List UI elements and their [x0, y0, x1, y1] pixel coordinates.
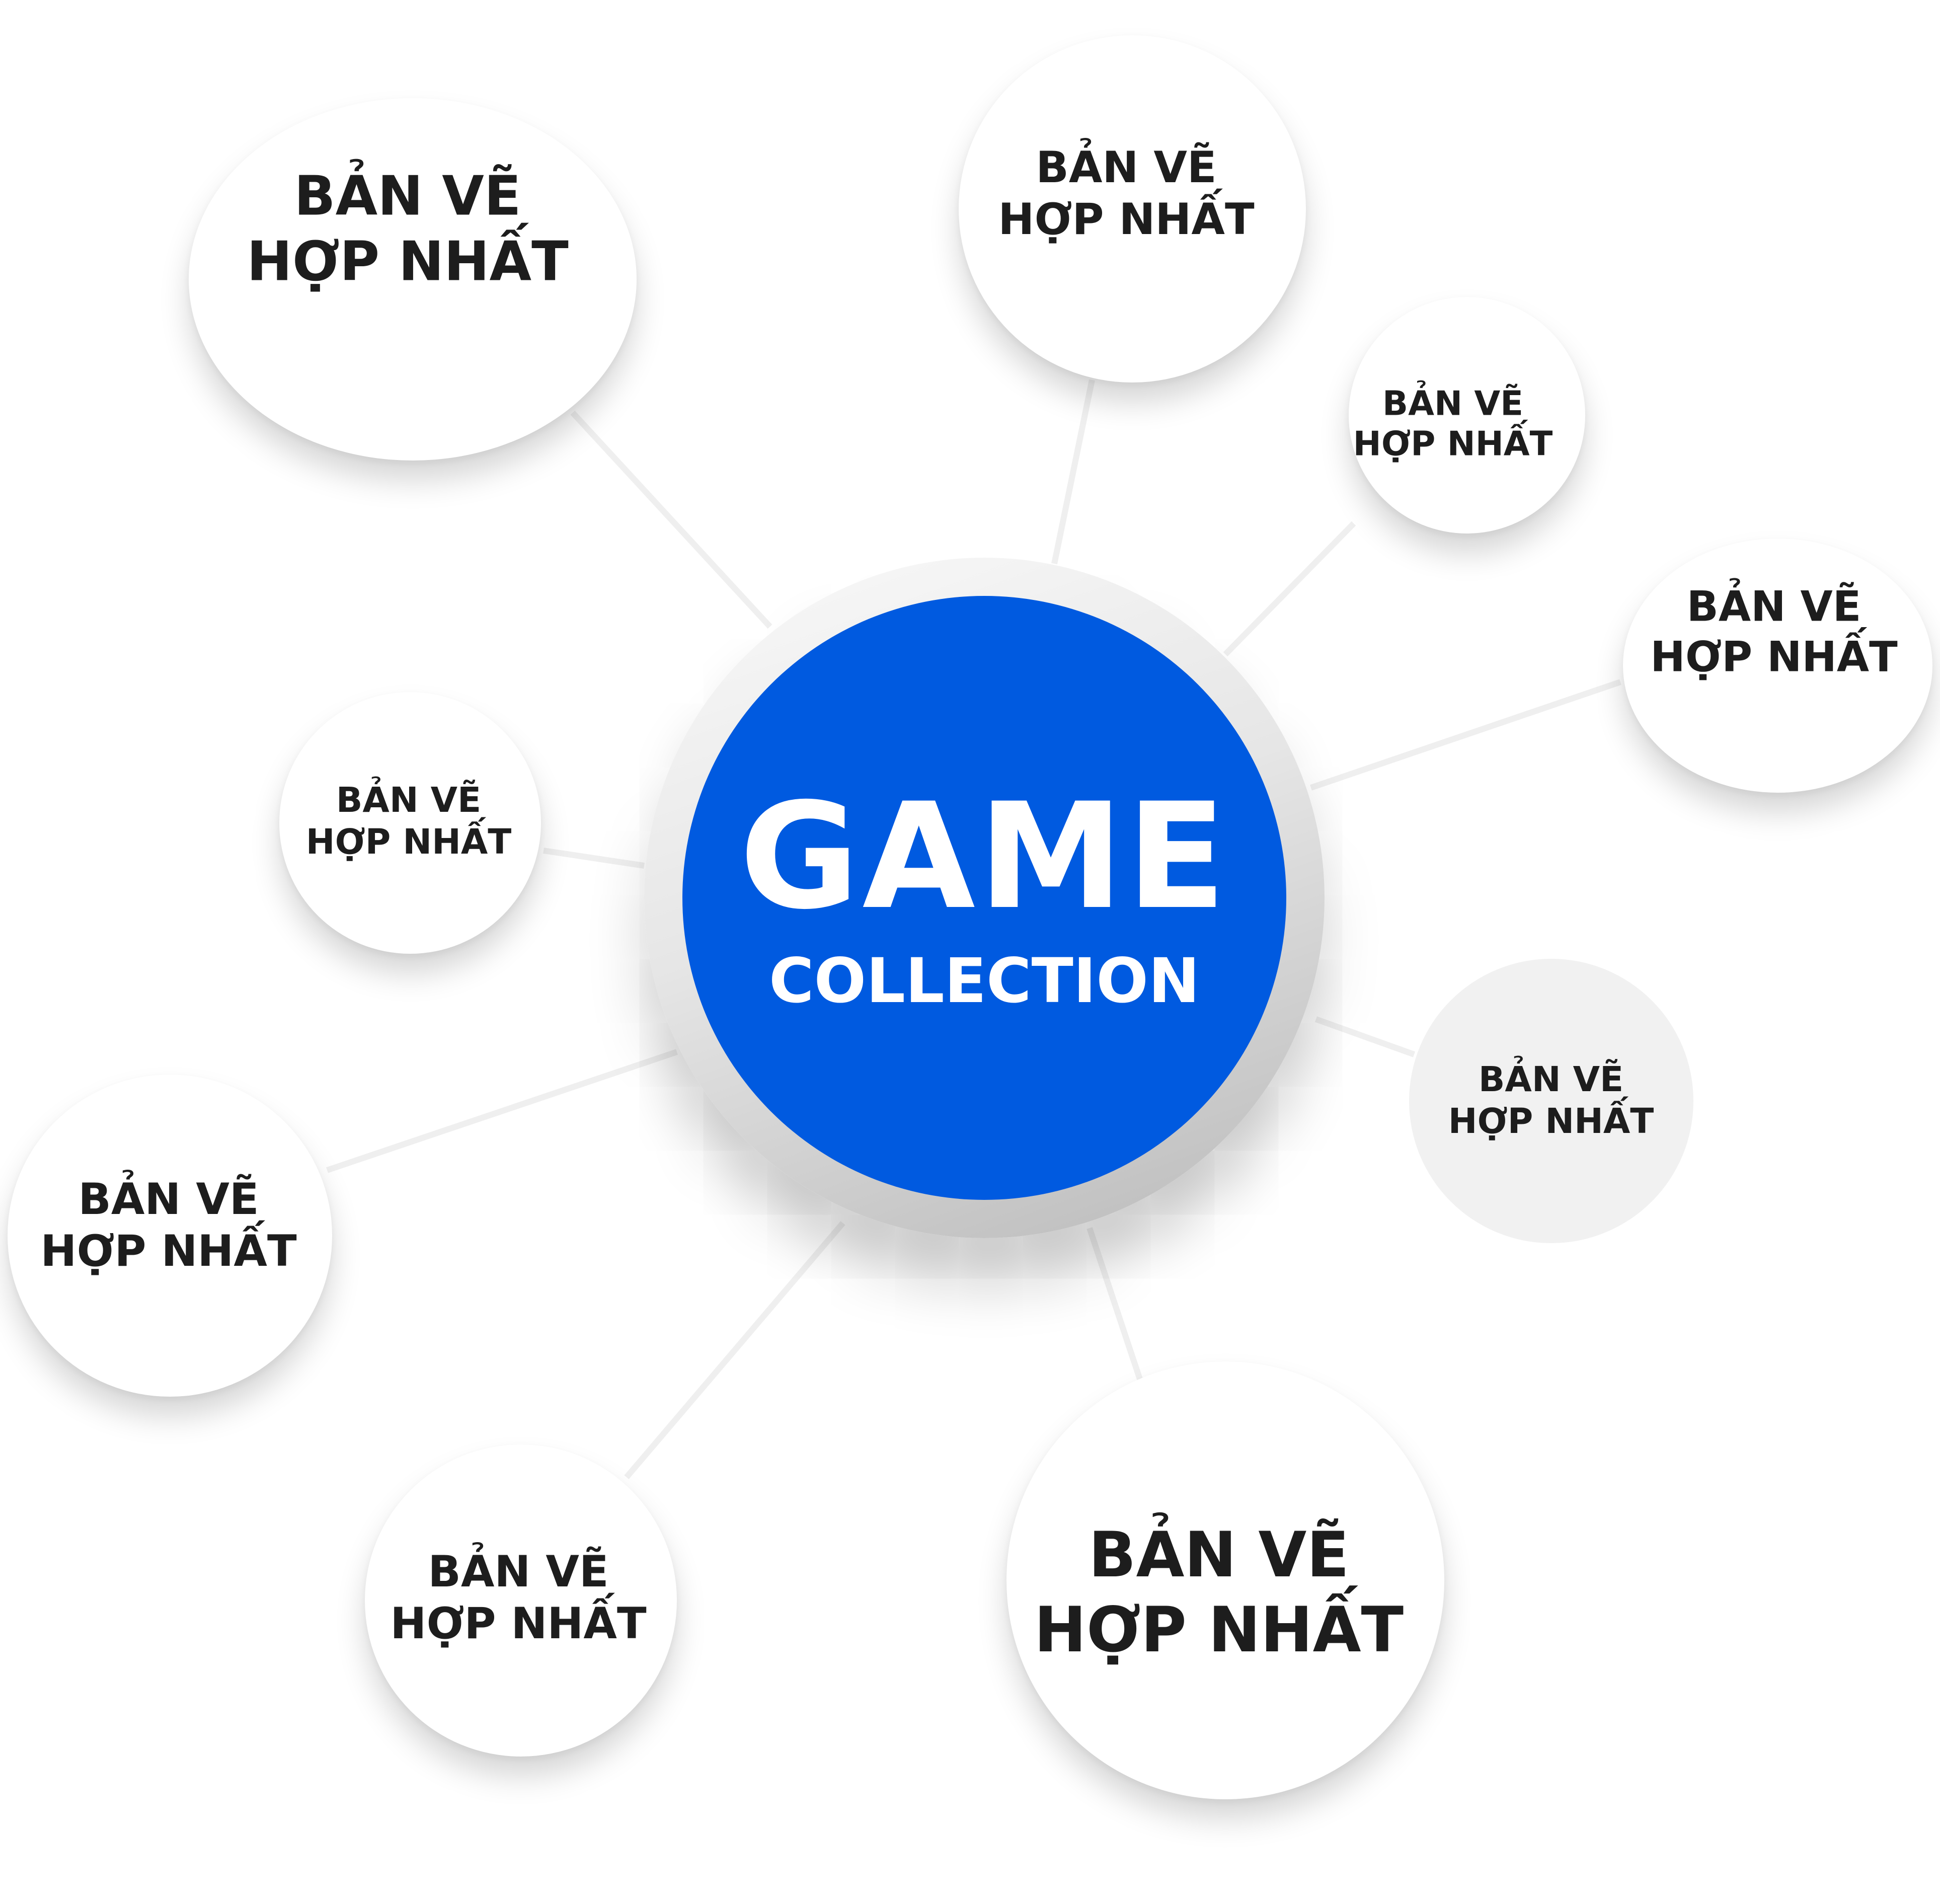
connector-line: [624, 1221, 845, 1479]
node-label: BẢN VẼ HỢP NHẤT: [998, 142, 1254, 246]
connector-line: [1223, 521, 1356, 657]
connector-line: [543, 848, 645, 869]
node-label: BẢN VẼ HỢP NHẤT: [247, 164, 569, 294]
node-label-line1: BẢN VẼ: [1686, 582, 1861, 631]
node-circle: [1349, 297, 1585, 534]
node-label-line1: BẢN VẼ: [1036, 142, 1217, 193]
node-label-line1: BẢN VẼ: [336, 780, 482, 821]
node-label-line2: HỢP NHẤT: [390, 1598, 647, 1649]
node-label: BẢN VẼ HỢP NHẤT: [1448, 1059, 1654, 1143]
node-label-line1: BẢN VẼ: [1478, 1059, 1624, 1100]
node-label-line2: HỢP NHẤT: [1650, 632, 1898, 681]
connector-line: [1310, 679, 1621, 791]
node-label-line1: BẢN VẼ: [428, 1546, 609, 1597]
node-circle: [959, 35, 1306, 383]
node-circle: [8, 1075, 332, 1397]
node-circle: [189, 98, 637, 461]
node-label: BẢN VẼ HỢP NHẤT: [306, 780, 512, 863]
node-circle: [279, 692, 541, 954]
node-label-line2: HỢP NHẤT: [40, 1226, 297, 1276]
node-label-line2: HỢP NHẤT: [1353, 424, 1553, 464]
connector-line: [1051, 379, 1095, 565]
node-label-line1: BẢN VẼ: [1088, 1519, 1350, 1592]
hub-center-circle: GAME COLLECTION: [682, 596, 1286, 1200]
node-label: BẢN VẼ HỢP NHẤT: [390, 1546, 646, 1650]
node-label: BẢN VẼ HỢP NHẤT: [1650, 581, 1897, 681]
connector-line: [1314, 1016, 1416, 1057]
node-label-line1: BẢN VẼ: [1382, 384, 1523, 423]
node-label-line1: BẢN VẼ: [78, 1174, 259, 1225]
node-label-line2: HỢP NHẤT: [1034, 1594, 1404, 1666]
connector-line: [570, 410, 772, 629]
hub-subtitle: COLLECTION: [768, 945, 1200, 1017]
node-label-line2: HỢP NHẤT: [305, 822, 512, 862]
connector-line: [326, 1049, 678, 1173]
hub-title: GAME: [739, 772, 1229, 942]
node-label: BẢN VẼ HỢP NHẤT: [40, 1174, 296, 1277]
node-circle: [365, 1444, 677, 1757]
node-label: BẢN VẼ HỢP NHẤT: [1353, 384, 1553, 465]
node-circle: [1623, 539, 1932, 793]
node-label-line2: HỢP NHẤT: [998, 194, 1255, 245]
node-label-line2: HỢP NHẤT: [247, 230, 569, 293]
connector-line: [1087, 1227, 1143, 1380]
node-label-line1: BẢN VẼ: [294, 165, 521, 228]
node-circle-highlighted: [1409, 959, 1693, 1243]
node-circle: [1006, 1361, 1444, 1799]
node-label-line2: HỢP NHẤT: [1448, 1101, 1654, 1141]
node-label: BẢN VẼ HỢP NHẤT: [1034, 1518, 1404, 1668]
